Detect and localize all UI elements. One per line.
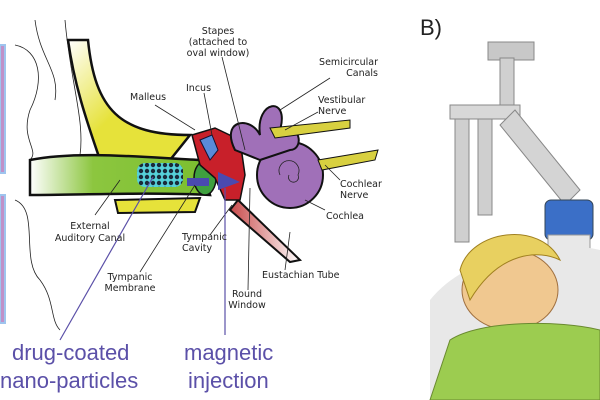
label-cochlea: Cochlea <box>326 211 364 222</box>
edge-bar <box>0 194 6 324</box>
cochlear-nerve <box>317 149 379 171</box>
label-stapes: Stapes <box>202 26 234 37</box>
label-semicircular-canals: Semicircular <box>319 57 378 68</box>
panel-b-label: B) <box>420 15 442 40</box>
label-external-auditory-canal: External <box>70 221 109 232</box>
label-round-window: Window <box>228 300 266 311</box>
eustachian-tube <box>228 198 303 264</box>
label-external-auditory-canal: Auditory Canal <box>55 233 125 244</box>
injection-arrow-head <box>218 172 240 190</box>
callout-particles: drug-coated <box>12 340 129 365</box>
label-tympanic-membrane: Tympanic <box>107 272 153 283</box>
label-incus: Incus <box>186 83 211 94</box>
label-cochlear-nerve: Cochlear <box>340 179 382 190</box>
callout-particles: nano-particles <box>0 368 138 393</box>
leader-lines <box>94 56 341 291</box>
label-tympanic-cavity: Tympanic <box>181 232 227 243</box>
label-stapes: oval window) <box>187 48 250 59</box>
label-cochlear-nerve: Nerve <box>340 190 368 201</box>
temporal-bone <box>66 38 193 162</box>
label-tympanic-membrane: Membrane <box>105 283 156 294</box>
label-malleus: Malleus <box>130 92 166 103</box>
label-tympanic-cavity: Cavity <box>182 243 212 254</box>
injection-arrow-body <box>187 178 209 186</box>
callout-injection: magnetic <box>184 340 273 365</box>
malleus <box>199 134 219 161</box>
outer-ear-outline <box>14 19 82 331</box>
callout-lines <box>59 176 226 341</box>
label-stapes: (attached to <box>189 37 248 48</box>
nano-particles <box>137 163 183 187</box>
edge-bar <box>0 44 6 174</box>
label-vestibular-nerve: Nerve <box>318 106 346 117</box>
vestibular-nerve <box>269 119 351 139</box>
label-eustachian-tube: Eustachian Tube <box>262 270 340 281</box>
semicircular-canals <box>229 105 300 162</box>
bone-lower <box>113 196 202 215</box>
callout-injection: injection <box>188 368 269 393</box>
label-round-window: Round <box>232 289 262 300</box>
robot-patient-illustration <box>429 41 600 400</box>
label-vestibular-nerve: Vestibular <box>318 95 365 106</box>
label-semicircular-canals: Canals <box>346 68 378 79</box>
